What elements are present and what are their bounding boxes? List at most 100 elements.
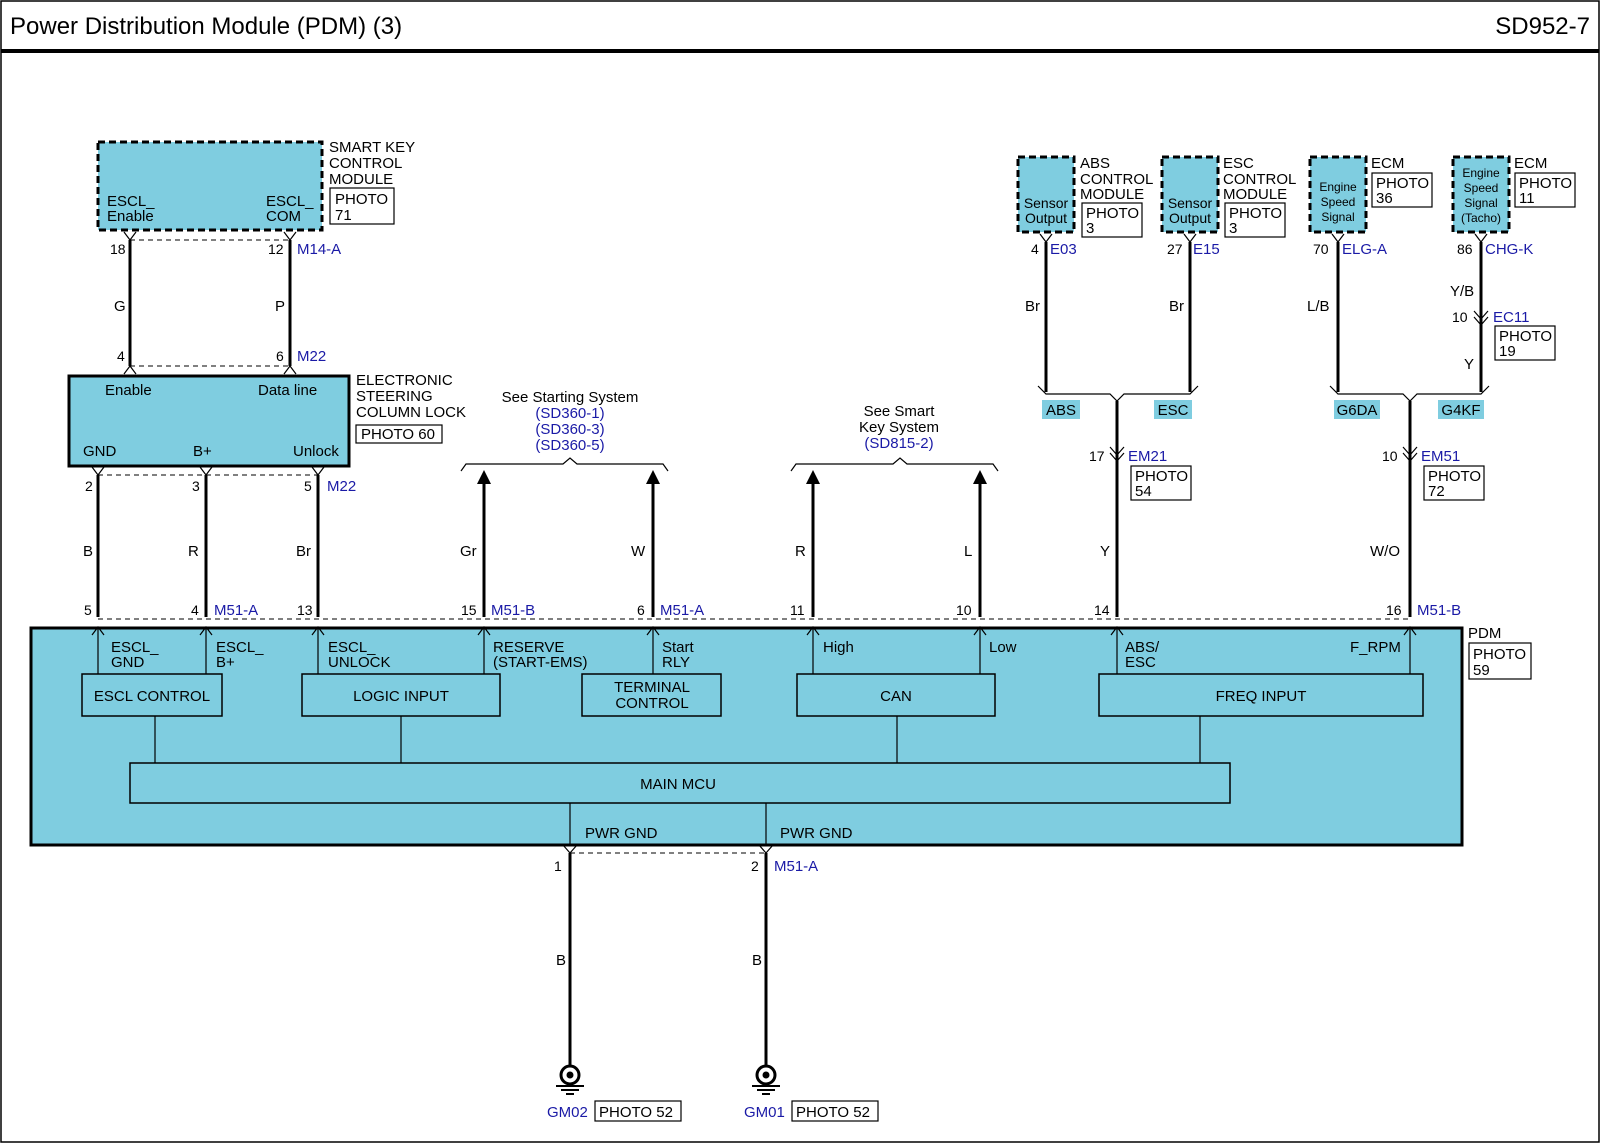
pdm-pin-low: Low bbox=[989, 639, 1017, 656]
ecm1-photo-box bbox=[1371, 172, 1433, 208]
wire-br-label: Br bbox=[296, 543, 311, 560]
tag-g4kf-bg bbox=[1438, 400, 1484, 419]
smart-key-name-l3: MODULE bbox=[329, 171, 393, 188]
pdm-pin-5: 5 bbox=[84, 602, 92, 618]
ecm2-pin-l2: Speed bbox=[1464, 181, 1499, 195]
em21-pin: 17 bbox=[1089, 448, 1105, 464]
wire-br-esc-label: Br bbox=[1169, 298, 1184, 315]
wire-g-label: G bbox=[114, 298, 126, 315]
abs-pin-l1: Sensor bbox=[1024, 195, 1069, 211]
block-can bbox=[796, 673, 996, 717]
pdm-internal-leads bbox=[91, 626, 1417, 845]
pin-18-mark bbox=[123, 231, 137, 241]
em21-mark bbox=[1109, 446, 1125, 462]
esc-name-l1: ESC bbox=[1223, 155, 1254, 172]
smart-key-name-l1: SMART KEY bbox=[329, 139, 415, 156]
pin-2: 2 bbox=[85, 478, 93, 494]
arrow-w bbox=[646, 470, 660, 484]
pdm-pin-reserve-l1: RESERVE bbox=[493, 639, 564, 656]
wire-gr-label: Gr bbox=[460, 543, 477, 560]
pdm-photo-l2: 59 bbox=[1473, 662, 1490, 679]
wire-w-label: W bbox=[631, 543, 646, 560]
block-terminal-control-l2: CONTROL bbox=[615, 695, 688, 712]
abs-esc-splice bbox=[1037, 385, 1199, 402]
ecm-g4kf-module bbox=[1451, 155, 1511, 234]
wire-p-label: P bbox=[275, 298, 285, 315]
pin-6-mark bbox=[283, 365, 297, 375]
conn-ec11: EC11 bbox=[1493, 309, 1529, 326]
block-logic-input-label: LOGIC INPUT bbox=[353, 688, 449, 705]
em21-photo-box bbox=[1130, 465, 1192, 501]
pdm-name: PDM bbox=[1468, 625, 1501, 642]
pin-6: 6 bbox=[276, 348, 284, 364]
ground-gm02: GM02 bbox=[547, 1104, 588, 1121]
escl-pin-bplus: B+ bbox=[193, 443, 212, 460]
pin-12: 12 bbox=[268, 241, 284, 257]
page-code: SD952-7 bbox=[1495, 13, 1590, 40]
ecm2-name: ECM bbox=[1514, 155, 1547, 172]
esc-photo-l2: 3 bbox=[1229, 220, 1237, 237]
smart-key-pin-left-l1: ESCL_ bbox=[107, 193, 155, 210]
ecm2-pin-l1: Engine bbox=[1462, 166, 1500, 180]
pdm-photo-box bbox=[1468, 642, 1532, 680]
ground-gm02-photo: PHOTO 52 bbox=[599, 1104, 673, 1121]
em21-photo-l2: 54 bbox=[1135, 483, 1152, 500]
esc-pin-l1: Sensor bbox=[1168, 195, 1213, 211]
smartkey-brace bbox=[790, 457, 999, 472]
pdm-photo-l1: PHOTO bbox=[1473, 646, 1526, 663]
pin-18: 18 bbox=[110, 241, 126, 257]
ecm2-pin-l3: Signal bbox=[1464, 196, 1497, 210]
block-escl-control-label: ESCL CONTROL bbox=[94, 688, 210, 705]
ec11-photo-l2: 19 bbox=[1499, 343, 1516, 360]
ecm-g6da-module bbox=[1308, 155, 1368, 234]
abs-pin-l2: Output bbox=[1025, 210, 1067, 226]
conn-elg-a: ELG-A bbox=[1342, 241, 1387, 258]
abs-name-l3: MODULE bbox=[1080, 186, 1144, 203]
block-terminal-control-l1: TERMINAL bbox=[614, 679, 690, 696]
conn-m22-top: M22 bbox=[297, 348, 326, 365]
escl-photo-box bbox=[355, 424, 443, 444]
pdm-pin-abs-esc-l2: ESC bbox=[1125, 654, 1156, 671]
esc-pin-l2: Output bbox=[1169, 210, 1211, 226]
gnd-conn-m51a: M51-A bbox=[774, 858, 818, 875]
ecm1-name: ECM bbox=[1371, 155, 1404, 172]
pdm-pin-start-rly-l2: RLY bbox=[662, 654, 690, 671]
conn-m14a: M14-A bbox=[297, 241, 341, 258]
wire-br-abs-label: Br bbox=[1025, 298, 1040, 315]
pin-3: 3 bbox=[192, 478, 200, 494]
tag-g6da-bg bbox=[1334, 400, 1380, 419]
pin-4: 4 bbox=[117, 348, 125, 364]
ground-gm01-photo: PHOTO 52 bbox=[796, 1104, 870, 1121]
ground-gm01-photo-box bbox=[791, 1100, 879, 1122]
smart-key-photo-l2: 71 bbox=[335, 207, 352, 224]
ec11-photo-l1: PHOTO bbox=[1499, 328, 1552, 345]
wire-b-label: B bbox=[83, 543, 93, 560]
pwr-gnd-1: PWR GND bbox=[585, 825, 658, 842]
pdm-pin-f-rpm: F_RPM bbox=[1350, 639, 1401, 656]
escl-module bbox=[67, 374, 351, 468]
pdm-pin-high: High bbox=[823, 639, 854, 656]
abs-pin-no: 4 bbox=[1031, 241, 1039, 257]
pdm-pin-15: 15 bbox=[461, 602, 477, 618]
wire-r-can-label: R bbox=[795, 543, 806, 560]
pdm-conn-m51a-2: M51-A bbox=[660, 602, 704, 619]
ecm2-photo-l1: PHOTO bbox=[1519, 175, 1572, 192]
ec11-pin: 10 bbox=[1452, 309, 1468, 325]
abs-name-l1: ABS bbox=[1080, 155, 1110, 172]
ec11-photo-box bbox=[1494, 325, 1556, 361]
smart-key-pin-right-l1: ESCL_ bbox=[266, 193, 314, 210]
esc-name-l3: MODULE bbox=[1223, 186, 1287, 203]
esc-name-l2: CONTROL bbox=[1223, 171, 1296, 188]
starting-brace bbox=[460, 457, 669, 472]
block-main-mcu-label: MAIN MCU bbox=[640, 776, 716, 793]
smart-key-pin-left-l2: Enable bbox=[107, 208, 154, 225]
pdm-conn-m51a-1: M51-A bbox=[214, 602, 258, 619]
conn-em21: EM21 bbox=[1128, 448, 1167, 465]
arrow-gr bbox=[477, 470, 491, 484]
pdm-conn-m51b-1: M51-B bbox=[491, 602, 535, 619]
block-can-label: CAN bbox=[880, 688, 912, 705]
block-logic-input bbox=[301, 673, 501, 717]
smart-key-module bbox=[96, 140, 324, 232]
pdm-pin-start-rly-l1: Start bbox=[662, 639, 695, 656]
